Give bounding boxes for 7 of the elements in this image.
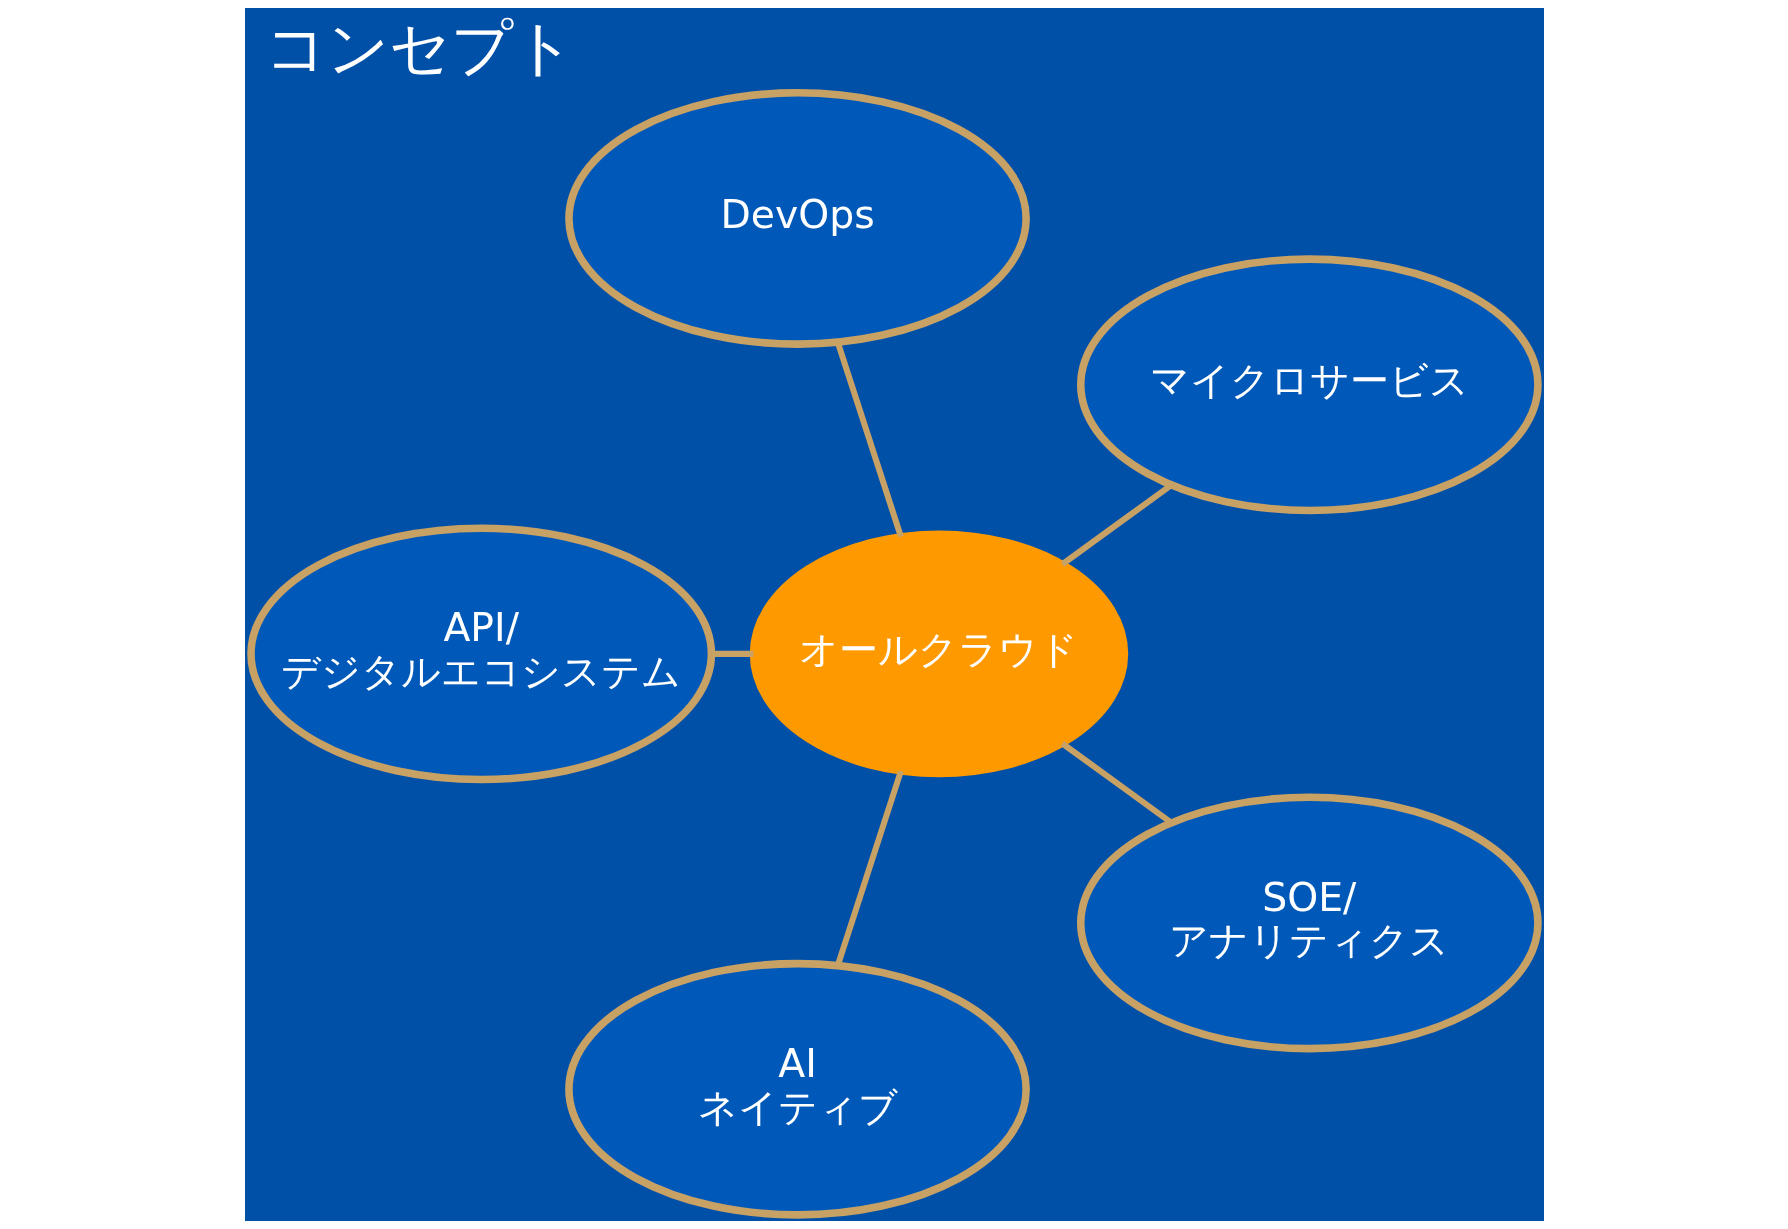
node-ellipse: マイクロサービス (1076, 255, 1542, 515)
node-ellipse: SOE/ アナリティクス (1076, 793, 1542, 1053)
node-ellipse: API/ デジタルエコシステム (246, 524, 715, 784)
node-ellipse: AI ネイティブ (564, 959, 1030, 1219)
diagram-title: コンセプト (264, 12, 575, 83)
node-ellipse: DevOps (564, 89, 1030, 348)
node-ellipse: オールクラウド (749, 530, 1128, 778)
